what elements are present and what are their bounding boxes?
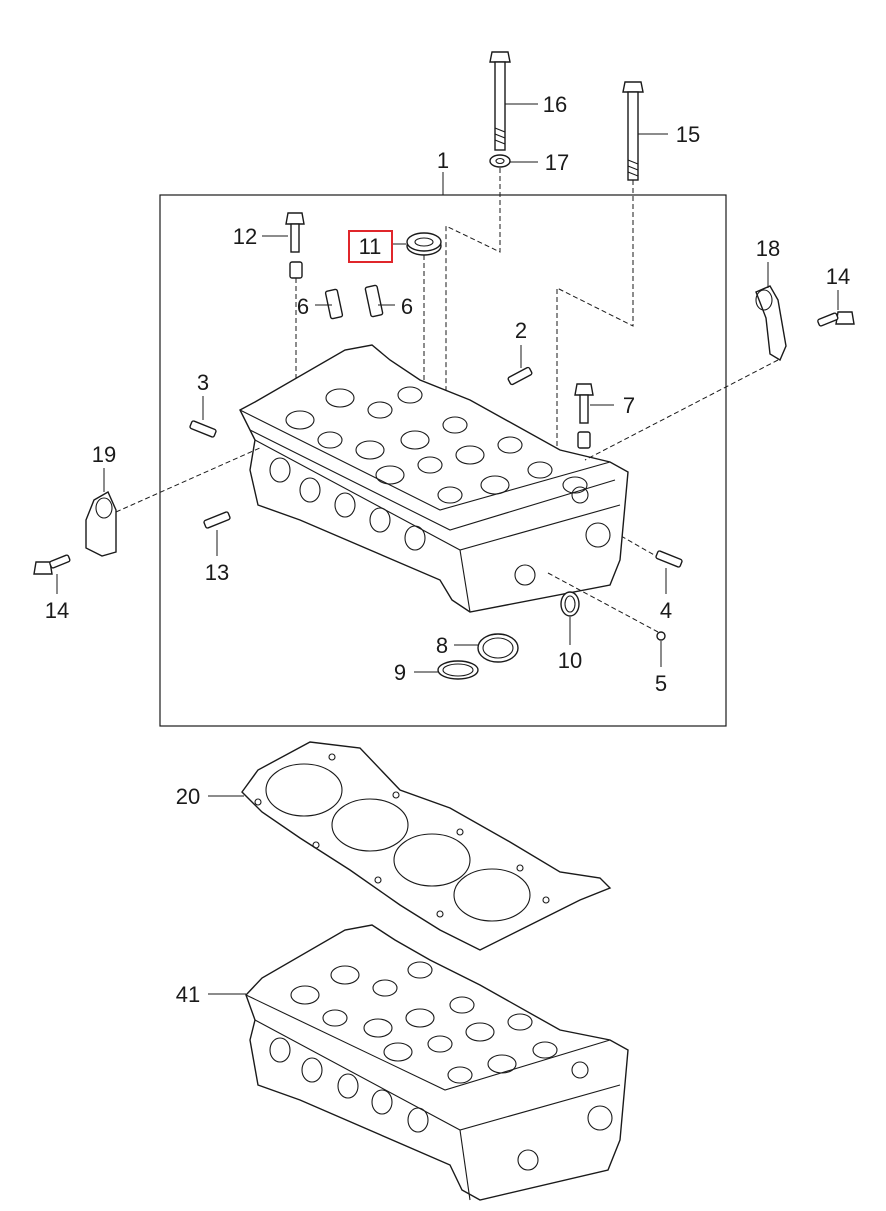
- callout-14-left: 14: [45, 598, 69, 623]
- callout-18: 18: [756, 236, 780, 261]
- head-bolt-16: [489, 51, 511, 151]
- cylinder-head-assembly-41: [245, 924, 629, 1201]
- seal-8: [477, 633, 519, 663]
- callout-4: 4: [660, 598, 672, 623]
- callout-8: 8: [436, 633, 448, 658]
- callout-9: 9: [394, 660, 406, 685]
- washer-17: [489, 154, 511, 168]
- bolt-14-left: [33, 554, 71, 575]
- stud-13: [203, 511, 231, 529]
- bolt-12: [285, 212, 305, 253]
- plug-11: [406, 232, 442, 256]
- callout-13: 13: [205, 560, 229, 585]
- stud-2: [507, 366, 533, 386]
- callout-17: 17: [545, 150, 569, 175]
- callout-6-right: 6: [401, 294, 413, 319]
- head-bolt-15: [622, 81, 644, 181]
- callout-15: 15: [676, 122, 700, 147]
- callout-16: 16: [543, 92, 567, 117]
- callout-14-right: 14: [826, 264, 850, 289]
- valve-guide-6-right: [364, 284, 384, 318]
- cylinder-head: [239, 344, 629, 613]
- bolt-14-right: [817, 311, 855, 327]
- stud-3: [189, 420, 217, 438]
- callout-7: 7: [623, 393, 635, 418]
- callout-19: 19: [92, 442, 116, 467]
- callout-41: 41: [176, 982, 200, 1007]
- callout-2: 2: [515, 318, 527, 343]
- head-gasket-20: [241, 741, 612, 951]
- callout-10: 10: [558, 648, 582, 673]
- callout-20: 20: [176, 784, 200, 809]
- callout-11: 11: [359, 234, 382, 259]
- dowel-pin-7: [577, 431, 591, 449]
- callout-5: 5: [655, 671, 667, 696]
- seal-10: [560, 591, 580, 617]
- callout-11-highlight: [348, 230, 393, 263]
- seal-9: [437, 660, 479, 680]
- callout-6-left: 6: [297, 294, 309, 319]
- stud-4: [655, 550, 683, 568]
- bolt-7: [574, 383, 594, 424]
- callout-3: 3: [197, 370, 209, 395]
- pin-5: [656, 631, 666, 641]
- valve-guide-6-left: [324, 288, 344, 320]
- dowel-pin: [289, 261, 303, 279]
- bracket-18: [755, 285, 787, 362]
- callout-1: 1: [437, 148, 449, 173]
- callout-12: 12: [233, 224, 257, 249]
- bracket-19: [85, 491, 117, 557]
